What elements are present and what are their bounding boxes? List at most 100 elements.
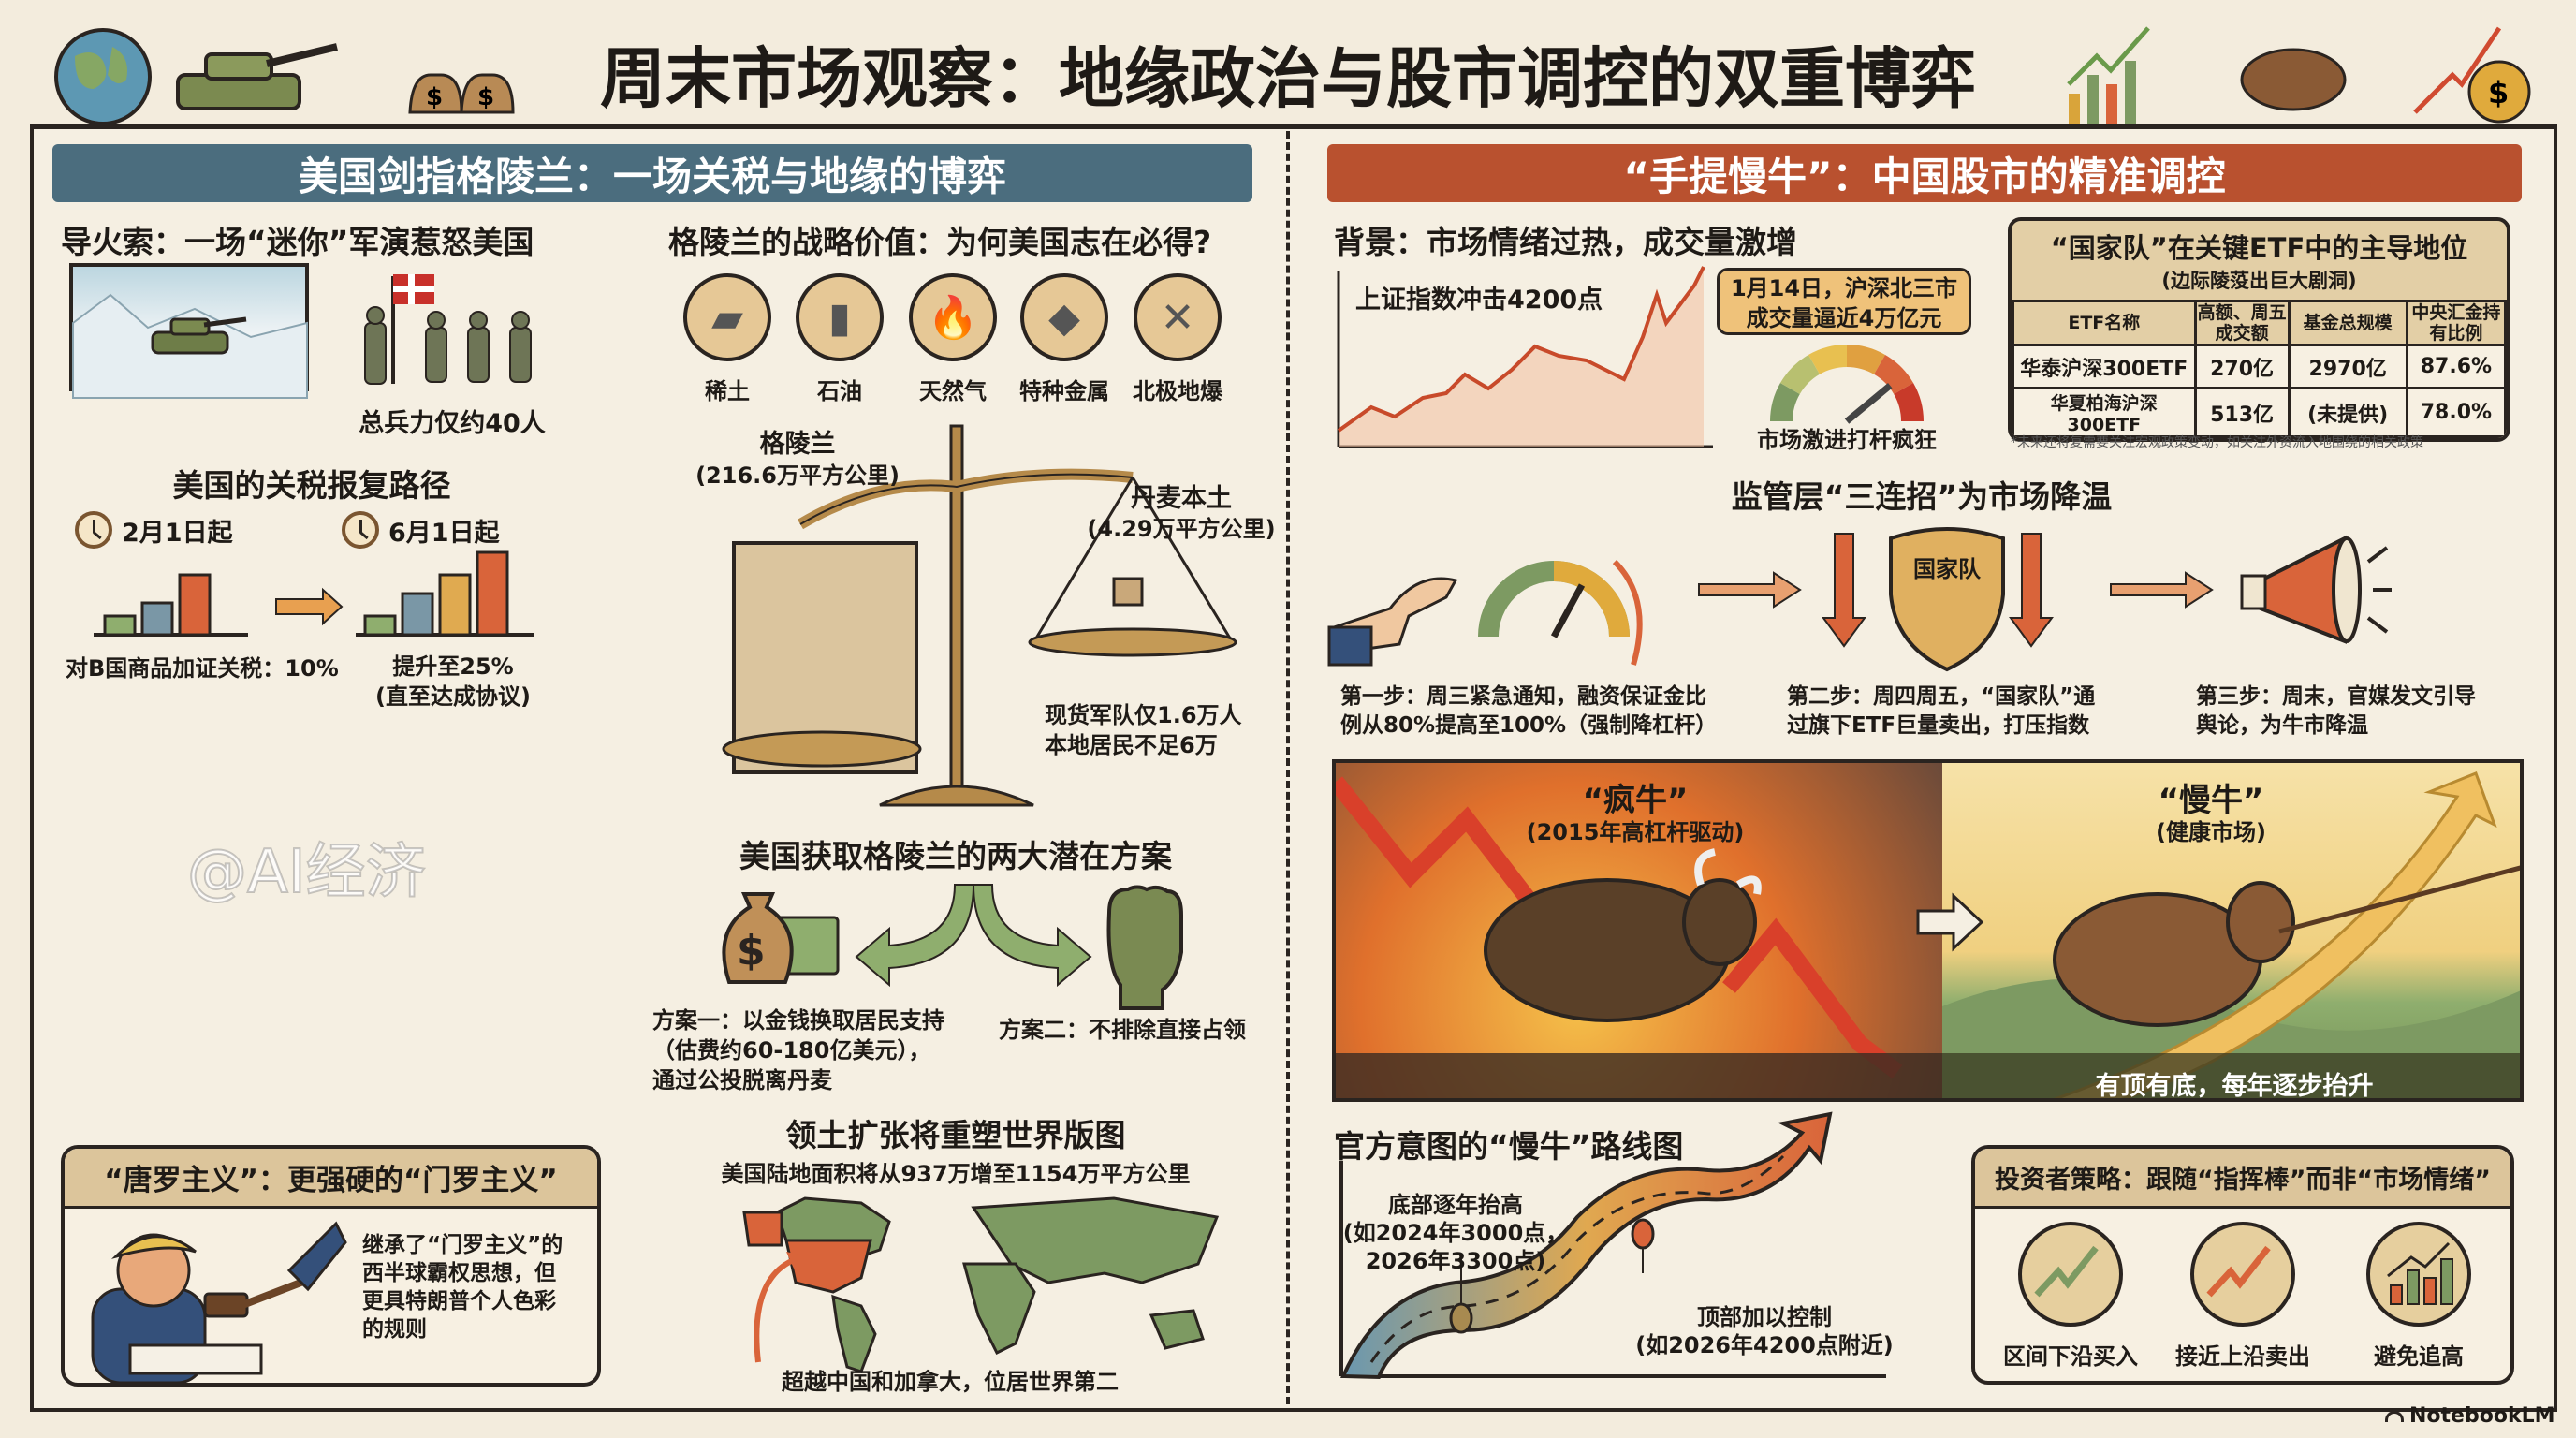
rare-earth-icon: ▰ bbox=[683, 273, 771, 361]
note-line: (如2024年3000点， bbox=[1342, 1220, 1569, 1246]
plan1-line3: 通过公投脱离丹麦 bbox=[652, 1067, 832, 1093]
etf-table-subtitle: (边际陵莈出巨大剧洞) bbox=[2161, 270, 2357, 292]
roadmap-top-note: 顶部加以控制 (如2026年4200点附近) bbox=[1635, 1303, 1894, 1359]
map-title: 领土扩张将重塑世界版图 bbox=[785, 1117, 1126, 1153]
callout-line: 成交量逼近4万亿元 bbox=[1746, 305, 1942, 331]
doctrine-description: 继承了“门罗主义”的 西半球霸权思想，但 更具特朗普个人色彩 的规则 bbox=[362, 1231, 563, 1343]
crazy-bull-subtitle: (2015年高杠杆驱动) bbox=[1526, 819, 1745, 845]
crazy-bull-illustration bbox=[1336, 763, 1942, 1098]
slow-bull-subtitle: (健康市场) bbox=[2156, 819, 2266, 845]
fuse-title: 导火索：一场“迷你”军演惹怒美国 bbox=[61, 224, 534, 260]
table-cell: 78.0% bbox=[2405, 387, 2507, 438]
doctrine-title: “唐罗主义”：更强硬的“门罗主义” bbox=[65, 1149, 597, 1209]
table-cell: 华夏柏海沪深300ETF bbox=[2012, 387, 2197, 438]
clock-icon bbox=[75, 511, 112, 549]
tariff-bar bbox=[140, 601, 174, 637]
map-subtitle: 美国陆地面积将从937万增至1154万平方公里 bbox=[721, 1161, 1191, 1187]
tariff-bar-illustration bbox=[94, 550, 534, 637]
slow-bull-caption: 有顶有底，每年逐步抬升 bbox=[2095, 1072, 2374, 1101]
growth-chart-bull-coin-icon: $ bbox=[2067, 26, 2531, 124]
volume-callout: 1月14日，沪深北三市 成交量逼近4万亿元 bbox=[1717, 268, 1971, 335]
column-header: 中央汇金持有比例 bbox=[2405, 300, 2507, 346]
tariff-bar bbox=[103, 614, 137, 637]
regulator-title: 监管层“三连招”为市场降温 bbox=[1731, 478, 2113, 515]
greenland-population-note: 本地居民不足6万 bbox=[1045, 732, 1218, 758]
troop-size-caption: 总兵力仅约40人 bbox=[359, 409, 546, 438]
stage2-date: 6月1日起 bbox=[342, 511, 500, 549]
stage1-caption: 对B国商品加证关税：10% bbox=[66, 655, 339, 682]
resource-label: 稀土 bbox=[705, 378, 750, 404]
bull-comparison-panel: “疯牛” (2015年高杠杆驱动) “慢牛” (健康市场) 有顶有底，每年逐步抬… bbox=[1332, 759, 2524, 1102]
tariff-bar bbox=[438, 573, 472, 637]
plan2-text: 方案二：不排除直接占领 bbox=[999, 1017, 1246, 1043]
watermark: @AI经济 bbox=[186, 837, 427, 908]
slow-bull-roadmap-chart bbox=[1339, 1111, 1886, 1380]
hand-gauge-icon bbox=[1327, 559, 1643, 667]
gauge-needle bbox=[1844, 383, 1893, 424]
gauge-caption: 市场激进打杆疯狂 bbox=[1757, 427, 1937, 453]
svg-text:$: $ bbox=[426, 83, 443, 111]
svg-text:$: $ bbox=[2488, 75, 2509, 110]
globe-tank-money-icon: $$ bbox=[54, 28, 515, 125]
brand-label: NotebookLM bbox=[2409, 1404, 2555, 1428]
section-divider bbox=[1286, 131, 1290, 1404]
stage-date-label: 2月1日起 bbox=[122, 518, 233, 548]
note-line: 底部逐年抬高 bbox=[1388, 1192, 1523, 1218]
step-2-text: 过旗下ETF巨量卖出，打压指数 bbox=[1787, 713, 2090, 738]
resource-label: 北极地爆 bbox=[1133, 378, 1222, 404]
slow-bull-title: “慢牛” bbox=[2158, 782, 2264, 819]
arctic-route-icon: ✕ bbox=[1134, 273, 1222, 361]
left-section-banner: 美国剑指格陵兰：一场关税与地缘的博弈 bbox=[52, 144, 1252, 202]
sentiment-gauge-icon bbox=[1770, 345, 1924, 424]
investor-strategy-box: 投资者策略：跟随“指挥棒”而非“市场情绪” 区间下沿买入接近上沿卖出避免追高 bbox=[1971, 1145, 2514, 1385]
resource-label: 石油 bbox=[817, 378, 862, 404]
gauge-segment bbox=[1770, 383, 1801, 422]
table-cell: 270亿 bbox=[2193, 344, 2291, 389]
greenland-area: (216.6万平方公里) bbox=[695, 462, 900, 489]
column-header: 基金总规模 bbox=[2287, 300, 2408, 346]
tariff-bar bbox=[401, 592, 434, 637]
gas-flame-icon: 🔥 bbox=[909, 273, 997, 361]
step-3-text: 第三步：周末，官媒发文引导 bbox=[2196, 684, 2476, 709]
index-chart bbox=[1337, 266, 1713, 448]
column-header: 高额、周五成交额 bbox=[2193, 300, 2291, 346]
header-decor-right: $ bbox=[2059, 19, 2546, 126]
strategy-label: 接近上沿卖出 bbox=[2175, 1343, 2310, 1370]
step-3-text: 舆论，为牛市降温 bbox=[2196, 713, 2368, 738]
gauge-segment bbox=[1808, 345, 1848, 375]
table-cell: (未提供) bbox=[2287, 387, 2408, 438]
resource-label: 特种金属 bbox=[1019, 378, 1109, 404]
clock-icon bbox=[342, 511, 379, 549]
avoid-chasing-icon bbox=[2366, 1222, 2471, 1327]
strategic-value-title: 格陵兰的战略价值：为何美国志在必得? bbox=[668, 224, 1212, 260]
table-cell: 2970亿 bbox=[2287, 344, 2408, 389]
tariff-bar bbox=[363, 614, 397, 637]
denmark-area: (4.29万平方公里) bbox=[1087, 516, 1276, 542]
stage1-date: 2月1日起 bbox=[75, 511, 233, 549]
step-1-text: 例从80%提高至100%（强制降杠杆） bbox=[1340, 713, 1718, 738]
gauge-segment bbox=[1873, 354, 1914, 395]
header-decor-left: $$ bbox=[47, 19, 534, 126]
plan1-line2: （估费约60-180亿美元）， bbox=[652, 1037, 931, 1064]
arrow-right-icon bbox=[1698, 571, 1802, 609]
svg-text:$: $ bbox=[737, 927, 766, 975]
gauge-segment bbox=[1893, 383, 1924, 422]
map-caption: 超越中国和加拿大，位居世界第二 bbox=[782, 1369, 1119, 1395]
national-team-shield-icon bbox=[1822, 527, 2054, 672]
page-title: 周末市场观察：地缘政治与股市调控的双重博弈 bbox=[600, 40, 1976, 117]
doctrine-line: 西半球霸权思想，但 bbox=[362, 1261, 556, 1285]
slow-bull-illustration bbox=[1942, 763, 2520, 1098]
trump-gavel-illustration bbox=[91, 1221, 347, 1383]
danish-soldiers-illustration bbox=[318, 267, 571, 407]
tariff-path-title: 美国的关税报复路径 bbox=[172, 467, 451, 504]
plan1-line1: 方案一：以金钱换取居民支持 bbox=[652, 1007, 944, 1034]
megaphone-icon bbox=[2240, 535, 2392, 644]
arctic-tank-illustration bbox=[69, 263, 309, 399]
notebooklm-brand: NotebookLM bbox=[2385, 1404, 2554, 1428]
crazy-bull-title: “疯牛” bbox=[1582, 782, 1689, 819]
doctrine-line: 的规则 bbox=[362, 1317, 427, 1342]
stage2-caption-note: (直至达成协议) bbox=[375, 683, 531, 710]
plans-title: 美国获取格陵兰的两大潜在方案 bbox=[739, 838, 1172, 874]
arrow-right-icon bbox=[2110, 571, 2214, 609]
callout-line: 1月14日，沪深北三市 bbox=[1730, 275, 1958, 301]
